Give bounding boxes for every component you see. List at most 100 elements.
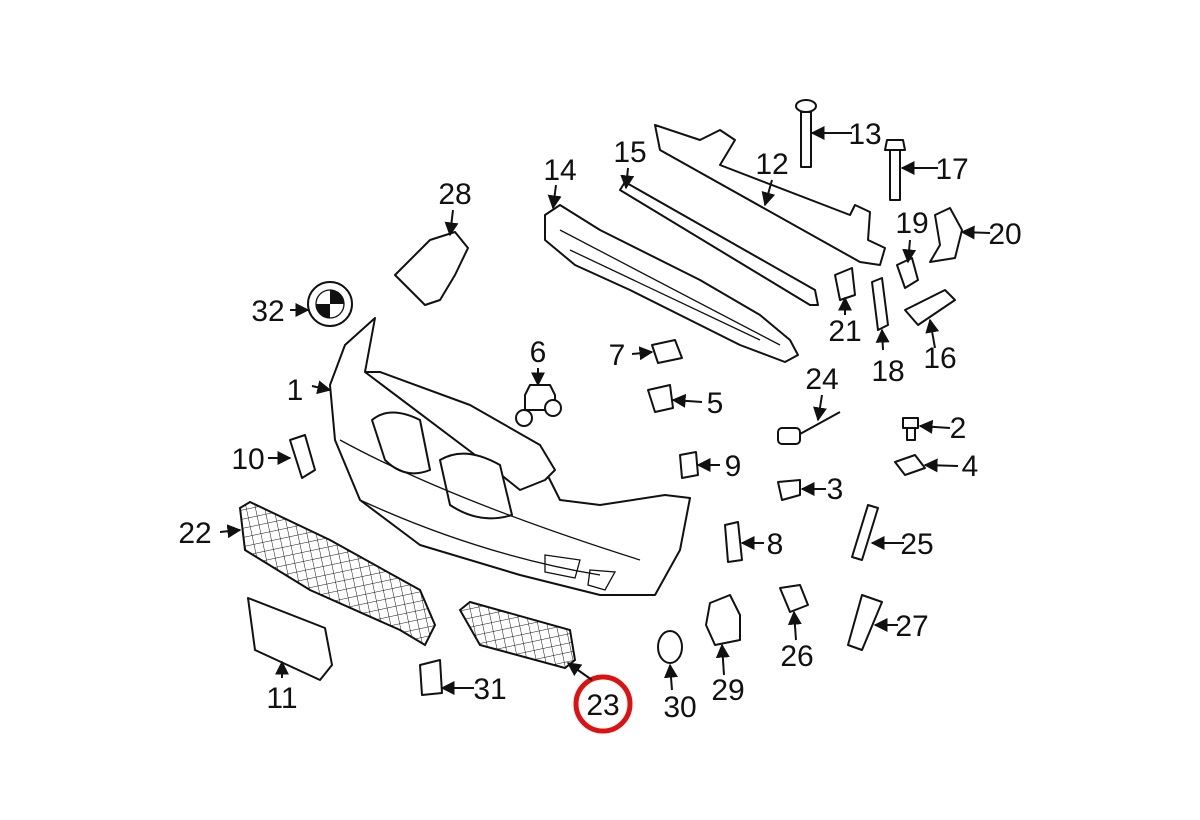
part-10-bracket bbox=[289, 434, 316, 479]
callout-label: 6 bbox=[530, 336, 547, 369]
callout-23: 23 bbox=[566, 662, 620, 722]
part-23-side-grille bbox=[458, 600, 577, 670]
callout-9: 9 bbox=[696, 450, 742, 483]
callout-label: 13 bbox=[848, 118, 881, 151]
callout-label: 20 bbox=[988, 218, 1021, 251]
callout-arrow bbox=[960, 225, 991, 240]
callout-arrow bbox=[715, 643, 730, 676]
kidney-grille-right bbox=[439, 452, 513, 520]
callout-label: 21 bbox=[828, 315, 861, 348]
part-11-license-plate-bracket bbox=[247, 597, 333, 681]
callout-label: 3 bbox=[827, 473, 844, 506]
callout-14: 14 bbox=[543, 154, 577, 210]
callout-4: 4 bbox=[923, 450, 979, 483]
part-26-pdc-sensor bbox=[779, 584, 809, 613]
part-17-bolt bbox=[884, 139, 906, 201]
part-2-bolt bbox=[902, 417, 919, 441]
callout-label: 25 bbox=[900, 528, 933, 561]
part-16-block bbox=[904, 289, 956, 326]
callout-arrow bbox=[664, 663, 678, 691]
part-8-bracket bbox=[724, 521, 743, 563]
highlight-circle-23 bbox=[573, 674, 633, 734]
callout-12: 12 bbox=[755, 148, 789, 207]
callout-label: 11 bbox=[266, 682, 297, 715]
callout-arrow bbox=[925, 318, 940, 349]
callout-label: 16 bbox=[923, 342, 956, 375]
part-18-bracket bbox=[871, 277, 889, 331]
callout-20: 20 bbox=[960, 218, 1022, 251]
part-19-clip bbox=[896, 257, 919, 289]
part-30-cap bbox=[657, 630, 683, 664]
callout-13: 13 bbox=[810, 118, 882, 151]
callout-arrow bbox=[444, 209, 459, 237]
callout-19: 19 bbox=[895, 207, 929, 264]
callout-label: 18 bbox=[871, 355, 904, 388]
callout-label: 1 bbox=[287, 374, 304, 407]
callout-label: 28 bbox=[438, 178, 471, 211]
callout-label: 27 bbox=[895, 610, 928, 643]
callout-label: 8 bbox=[767, 528, 784, 561]
callout-arrow bbox=[311, 380, 332, 395]
part-9-clip bbox=[679, 451, 699, 479]
part-7-cap bbox=[651, 339, 683, 364]
callout-32: 32 bbox=[251, 295, 310, 328]
callout-arrow bbox=[566, 662, 593, 681]
callout-2: 2 bbox=[918, 412, 967, 445]
callout-26: 26 bbox=[780, 610, 814, 673]
callout-label: 5 bbox=[707, 387, 724, 420]
callout-label: 26 bbox=[780, 640, 813, 673]
callout-1: 1 bbox=[287, 374, 332, 407]
part-24-sensor bbox=[777, 411, 841, 445]
callout-label: 9 bbox=[725, 450, 742, 483]
callout-label: 23 bbox=[586, 689, 619, 722]
callout-label: 24 bbox=[805, 363, 838, 396]
callout-21: 21 bbox=[828, 296, 862, 348]
callout-22: 22 bbox=[178, 517, 242, 550]
part-21-bracket bbox=[834, 267, 856, 301]
callout-label: 31 bbox=[473, 673, 506, 706]
part-22-lower-grille bbox=[238, 500, 437, 647]
part-29-pdc-sensor bbox=[705, 594, 741, 646]
callout-5: 5 bbox=[671, 387, 724, 420]
callout-29: 29 bbox=[711, 643, 745, 707]
part-28-air-duct bbox=[394, 231, 469, 306]
callout-arrow bbox=[620, 167, 635, 190]
callout-label: 7 bbox=[609, 339, 626, 372]
callout-label: 14 bbox=[543, 154, 576, 187]
callout-10: 10 bbox=[231, 443, 292, 476]
callout-arrow bbox=[923, 458, 959, 473]
callout-31: 31 bbox=[440, 673, 507, 706]
callout-3: 3 bbox=[800, 473, 844, 506]
part-27-trim bbox=[847, 594, 883, 651]
callout-label: 12 bbox=[755, 148, 788, 181]
callout-arrow bbox=[918, 419, 951, 434]
callout-label: 22 bbox=[178, 517, 211, 550]
part-6-bracket bbox=[515, 384, 562, 427]
part-32-emblem bbox=[307, 281, 353, 327]
callout-label: 15 bbox=[613, 136, 646, 169]
parts bbox=[238, 99, 963, 696]
callout-16: 16 bbox=[923, 318, 957, 375]
callout-arrow bbox=[902, 239, 917, 264]
callout-label: 4 bbox=[962, 450, 979, 483]
callout-6: 6 bbox=[530, 336, 547, 387]
callout-8: 8 bbox=[740, 528, 784, 561]
callout-arrow bbox=[219, 524, 242, 539]
callout-30: 30 bbox=[663, 663, 697, 724]
part-3-clip bbox=[777, 479, 801, 501]
callout-arrow bbox=[787, 610, 802, 641]
part-25-trim-strip bbox=[851, 504, 879, 561]
part-5-clip bbox=[647, 384, 674, 413]
callout-label: 17 bbox=[935, 153, 968, 186]
callout-label: 10 bbox=[231, 443, 264, 476]
callout-28: 28 bbox=[438, 178, 472, 237]
callout-label: 32 bbox=[251, 295, 284, 328]
callout-arrow bbox=[547, 184, 562, 210]
callout-arrow bbox=[631, 346, 654, 361]
callout-25: 25 bbox=[870, 528, 934, 561]
callout-label: 2 bbox=[950, 412, 967, 445]
callout-label: 30 bbox=[663, 691, 696, 724]
callout-11: 11 bbox=[266, 660, 298, 715]
